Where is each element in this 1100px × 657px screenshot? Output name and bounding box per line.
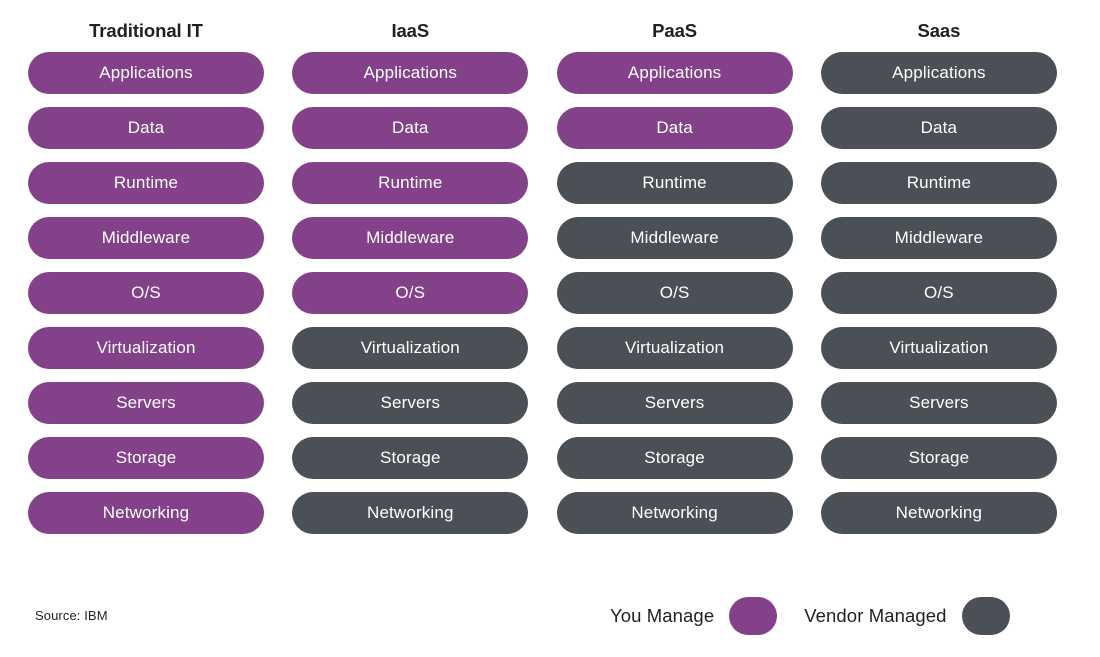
column-header: Saas bbox=[917, 20, 961, 41]
layer-pill: Applications bbox=[292, 52, 529, 94]
layer-pill: Networking bbox=[28, 492, 264, 534]
legend-label: You Manage bbox=[610, 605, 715, 626]
layer-pill: Servers bbox=[820, 382, 1057, 424]
legend-label: Vendor Managed bbox=[804, 605, 947, 626]
gray-pill-swatch bbox=[961, 597, 1010, 635]
layer-pill: Servers bbox=[556, 382, 793, 424]
layer-pill: Storage bbox=[820, 437, 1057, 479]
layer-pill: Data bbox=[556, 107, 793, 149]
layer-pill: Runtime bbox=[292, 162, 529, 204]
layer-pill: Storage bbox=[28, 437, 264, 479]
source-attribution: Source: IBM bbox=[35, 608, 108, 623]
layer-pill: Servers bbox=[28, 382, 264, 424]
layer-pill: Storage bbox=[556, 437, 793, 479]
layer-pill: Storage bbox=[292, 437, 529, 479]
column-header: Traditional IT bbox=[89, 20, 203, 41]
layer-pill: O/S bbox=[292, 272, 529, 314]
layer-pill: Applications bbox=[28, 52, 264, 94]
layer-pill: Data bbox=[292, 107, 529, 149]
layer-pill: Data bbox=[28, 107, 264, 149]
column-header: PaaS bbox=[652, 20, 698, 41]
legend-item: Vendor Managed bbox=[804, 597, 1010, 635]
layer-pill: O/S bbox=[28, 272, 264, 314]
layer-pill: Runtime bbox=[28, 162, 264, 204]
layer-pill: Middleware bbox=[556, 217, 793, 259]
layer-pill: Middleware bbox=[28, 217, 264, 259]
purple-pill-swatch bbox=[729, 597, 778, 635]
layer-pill: Applications bbox=[820, 52, 1057, 94]
layer-pill: Runtime bbox=[820, 162, 1057, 204]
layer-pill: Networking bbox=[820, 492, 1057, 534]
layer-pill: Networking bbox=[292, 492, 529, 534]
layer-pill: Servers bbox=[292, 382, 529, 424]
layer-pill: Middleware bbox=[820, 217, 1057, 259]
layer-pill: O/S bbox=[820, 272, 1057, 314]
layer-pill: Virtualization bbox=[820, 327, 1057, 369]
layer-pill: Virtualization bbox=[556, 327, 793, 369]
legend-item: You Manage bbox=[610, 597, 778, 635]
layer-pill: O/S bbox=[556, 272, 793, 314]
layer-pill: Data bbox=[820, 107, 1057, 149]
legend: You Manage Vendor Managed bbox=[610, 594, 1010, 638]
layer-pill: Networking bbox=[556, 492, 793, 534]
layer-pill: Virtualization bbox=[292, 327, 529, 369]
layer-pill: Virtualization bbox=[28, 327, 264, 369]
layer-pill: Runtime bbox=[556, 162, 793, 204]
column-header: IaaS bbox=[391, 20, 430, 41]
layer-pill: Middleware bbox=[292, 217, 529, 259]
layer-pill: Applications bbox=[556, 52, 793, 94]
